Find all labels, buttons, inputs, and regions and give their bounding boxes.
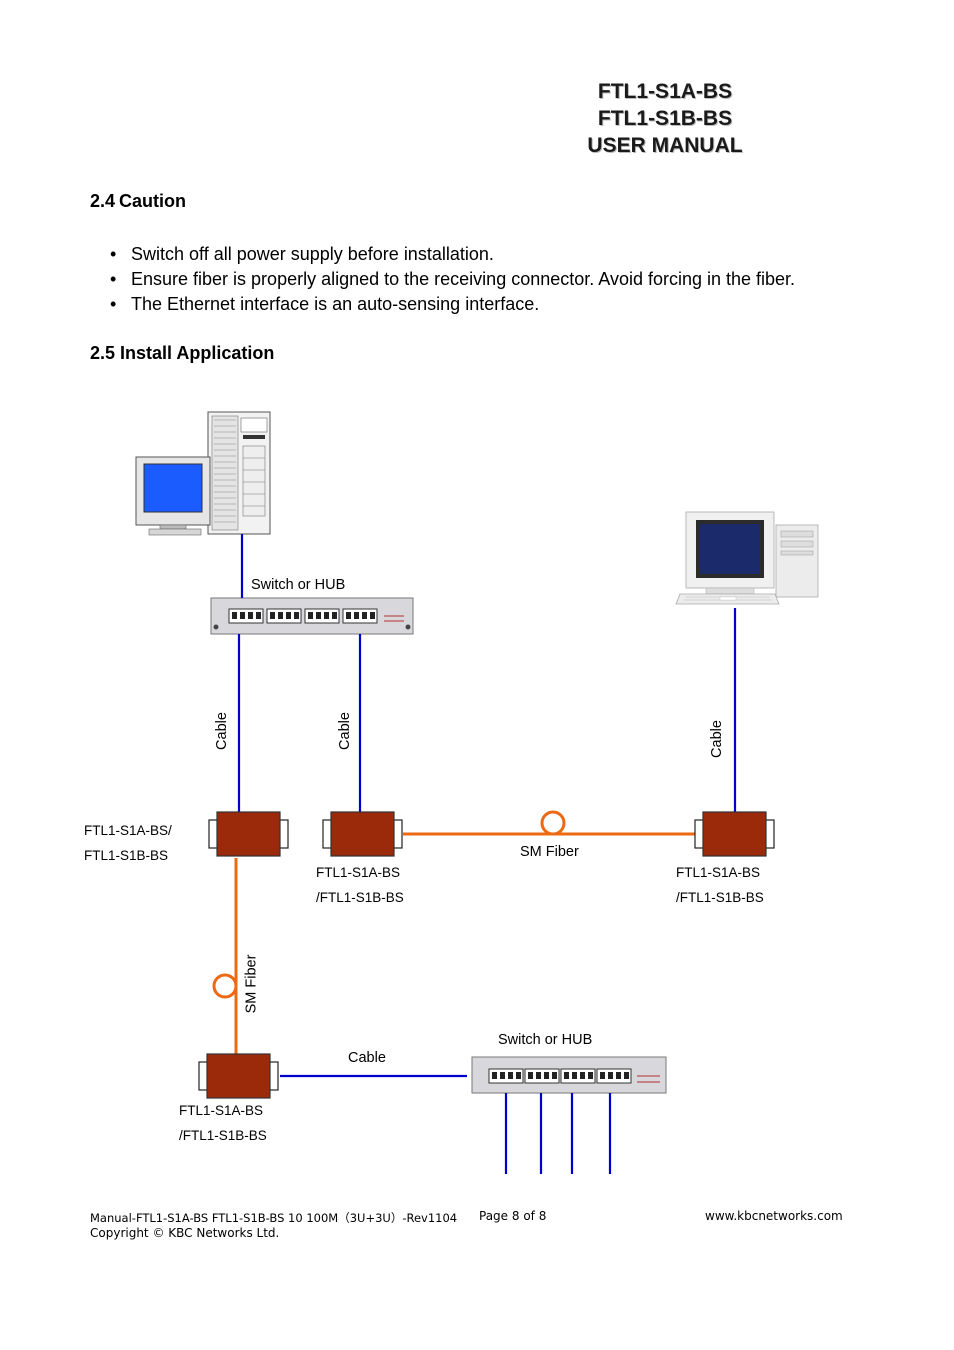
caution-item: Switch off all power supply before insta… (110, 242, 795, 267)
cable-bottom-label: Cable (348, 1050, 386, 1066)
ethernet-port-block-icon (560, 1068, 596, 1084)
converter-left-label-2: FTL1-S1B-BS (84, 848, 169, 863)
converter-bottom-label-2: /FTL1-S1B-BS (179, 1128, 267, 1143)
footer-copyright: Copyright © KBC Networks Ltd. (90, 1226, 280, 1240)
converter-mid-label-1: FTL1-S1A-BS (316, 865, 401, 880)
title-line-2: FTL1-S1B-BS (597, 107, 733, 130)
converter-mid-label-2: /FTL1-S1B-BS (316, 890, 404, 905)
sm-fiber-label: SM Fiber (520, 844, 579, 860)
switch-hub-top (210, 597, 414, 635)
media-converter-icon (694, 811, 775, 857)
manual-title: FTL1-S1A-BS FTL1-S1B-BS USER MANUAL (560, 78, 770, 159)
ethernet-port-block-icon (596, 1068, 632, 1084)
caution-item: The Ethernet interface is an auto-sensin… (110, 292, 795, 317)
switch-hub-bottom (471, 1056, 667, 1094)
media-converter-icon (208, 811, 289, 857)
converter-right-label-1: FTL1-S1A-BS (676, 865, 761, 880)
title-line-1: FTL1-S1A-BS (597, 80, 733, 103)
switch-top-label: Switch or HUB (251, 577, 346, 593)
ethernet-port-block-icon (304, 608, 340, 624)
title-line-3: USER MANUAL (587, 134, 743, 157)
footer-page-number: Page 8 of 8 (479, 1209, 547, 1223)
server-computer-icon (135, 411, 271, 536)
section-title: Caution (119, 191, 187, 211)
fiber-lines (212, 810, 695, 1054)
ethernet-port-block-icon (524, 1068, 560, 1084)
section-heading-install: 2.5 Install Application (90, 343, 275, 363)
cable-left-label: Cable (213, 712, 230, 750)
fiber-coil-icon (212, 973, 238, 999)
fiber-coil-icon (540, 810, 566, 836)
ethernet-port-block-icon (266, 608, 302, 624)
converter-right-label-2: /FTL1-S1B-BS (676, 890, 764, 905)
cable-right-label: Cable (708, 720, 725, 758)
switch-bottom-label: Switch or HUB (498, 1032, 593, 1048)
footer-website: www.kbcnetworks.com (705, 1209, 843, 1223)
footer-doc-ref: Manual-FTL1-S1A-BS FTL1-S1B-BS 10 100M（3… (90, 1211, 458, 1225)
ethernet-port-block-icon (228, 608, 264, 624)
cable-mid-label: Cable (336, 712, 353, 750)
section-number: 2.4 (90, 191, 116, 211)
converter-left-label-1: FTL1-S1A-BS/ (84, 823, 172, 838)
ethernet-port-block-icon (342, 608, 378, 624)
sm-fiber-vertical-label: SM Fiber (243, 954, 260, 1014)
media-converter-icon (322, 811, 403, 857)
desktop-pc-icon (675, 511, 819, 605)
ethernet-port-block-icon (488, 1068, 524, 1084)
cable-lines (237, 534, 737, 1174)
media-converters (198, 811, 775, 1099)
caution-list: Switch off all power supply before insta… (110, 242, 795, 317)
converter-bottom-label-1: FTL1-S1A-BS (179, 1103, 264, 1118)
caution-item: Ensure fiber is properly aligned to the … (110, 267, 795, 292)
media-converter-icon (198, 1053, 279, 1099)
